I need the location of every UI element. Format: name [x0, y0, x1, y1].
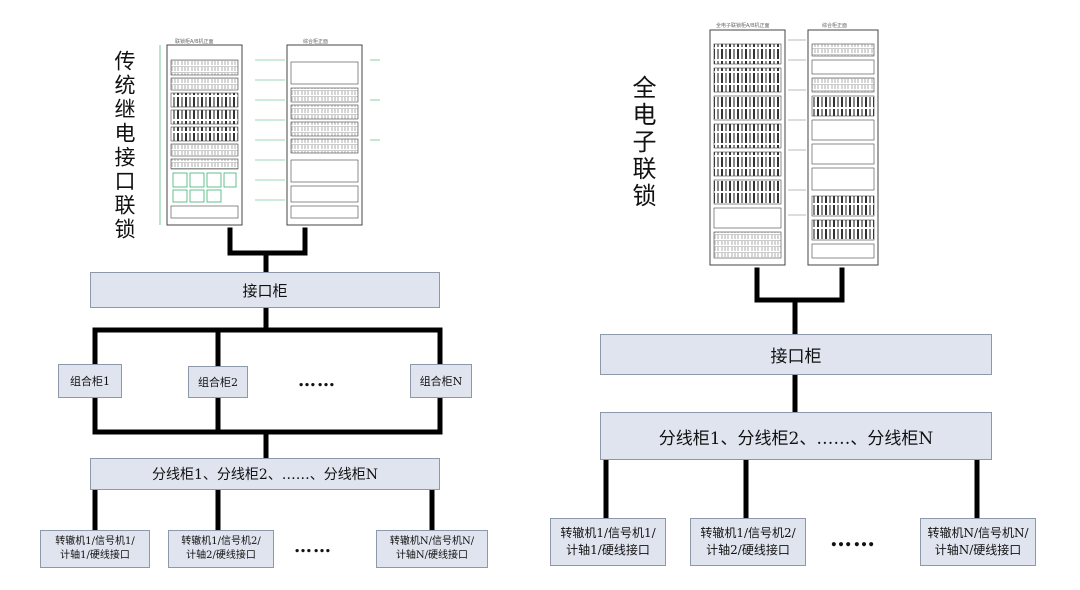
- left-cabinet-title-1: 联锁柜A/B机正面: [175, 38, 214, 45]
- left-interface-cabinet: 接口柜: [90, 272, 440, 308]
- right-device-2: 转辙机1/信号机2/ 计轴2/硬线接口: [690, 518, 806, 566]
- right-combo-cabinet-drawing: [788, 29, 879, 266]
- left-combo-cabinet-1: 组合柜1: [58, 364, 122, 398]
- left-combo-ellipsis: ……: [298, 370, 336, 391]
- right-distribution-label: 分线柜1、分线柜2、……、分线柜N: [658, 428, 934, 449]
- right-device-1-line2: 计轴1/硬线接口: [566, 543, 650, 557]
- left-combo-cabinet-drawing: [255, 44, 380, 226]
- left-section-title: 传统继电接口联锁: [112, 50, 136, 242]
- left-device-n: 转辙机N/信号机N/ 计轴N/硬线接口: [376, 530, 488, 568]
- right-device-n: 转辙机N/信号机N/ 计轴N/硬线接口: [920, 518, 1036, 566]
- combo-cabinet-2-label: 组合柜2: [198, 376, 238, 389]
- right-device-ellipsis: ……: [830, 526, 876, 552]
- right-device-1-line1: 转辙机1/信号机1/: [560, 526, 656, 540]
- left-device-2-line2: 计轴2/硬线接口: [186, 550, 256, 561]
- right-section-title: 全电子联锁: [628, 75, 656, 210]
- left-device-2: 转辙机1/信号机2/ 计轴2/硬线接口: [168, 530, 274, 568]
- left-device-n-line2: 计轴N/硬线接口: [395, 550, 469, 561]
- right-device-n-line2: 计轴N/硬线接口: [934, 543, 1022, 557]
- left-cabinet-title-2: 综合柜正面: [303, 38, 328, 45]
- combo-cabinet-1-label: 组合柜1: [70, 375, 110, 388]
- cabinet-captions: 联锁柜A/B机正面 综合柜正面 全电子联锁柜A/B机正面 综合柜正面: [175, 22, 847, 45]
- left-device-ellipsis: ……: [294, 536, 332, 557]
- right-device-2-line2: 计轴2/硬线接口: [706, 543, 790, 557]
- left-device-1-line1: 转辙机1/信号机1/: [55, 536, 135, 547]
- left-device-n-line1: 转辙机N/信号机N/: [389, 536, 475, 547]
- right-device-n-line1: 转辙机N/信号机N/: [927, 526, 1029, 540]
- left-combo-cabinet-2: 组合柜2: [188, 366, 248, 398]
- right-distribution-cabinets: 分线柜1、分线柜2、……、分线柜N: [600, 412, 992, 460]
- right-device-2-line1: 转辙机1/信号机2/: [700, 526, 796, 540]
- left-device-2-line1: 转辙机1/信号机2/: [181, 536, 261, 547]
- left-interface-cabinet-label: 接口柜: [242, 281, 288, 300]
- right-interface-cabinet: 接口柜: [600, 334, 992, 375]
- left-interlock-cabinet-drawing: [159, 44, 243, 226]
- left-device-1: 转辙机1/信号机1/ 计轴1/硬线接口: [40, 530, 150, 568]
- combo-cabinet-n-label: 组合柜N: [419, 375, 463, 388]
- right-cabinet-title-2: 综合柜正面: [822, 22, 847, 29]
- left-distribution-cabinets: 分线柜1、分线柜2、……、分线柜N: [90, 458, 440, 490]
- right-cabinet-title-1: 全电子联锁柜A/B机正面: [716, 22, 770, 29]
- right-interface-cabinet-label: 接口柜: [770, 347, 822, 367]
- left-distribution-label: 分线柜1、分线柜2、……、分线柜N: [151, 467, 379, 483]
- left-combo-cabinet-n: 组合柜N: [410, 364, 472, 398]
- left-device-1-line2: 计轴1/硬线接口: [60, 550, 130, 561]
- right-connectors: [603, 267, 980, 521]
- right-interlock-cabinet-drawing: [709, 29, 786, 266]
- right-device-1: 转辙机1/信号机1/ 计轴1/硬线接口: [550, 518, 666, 566]
